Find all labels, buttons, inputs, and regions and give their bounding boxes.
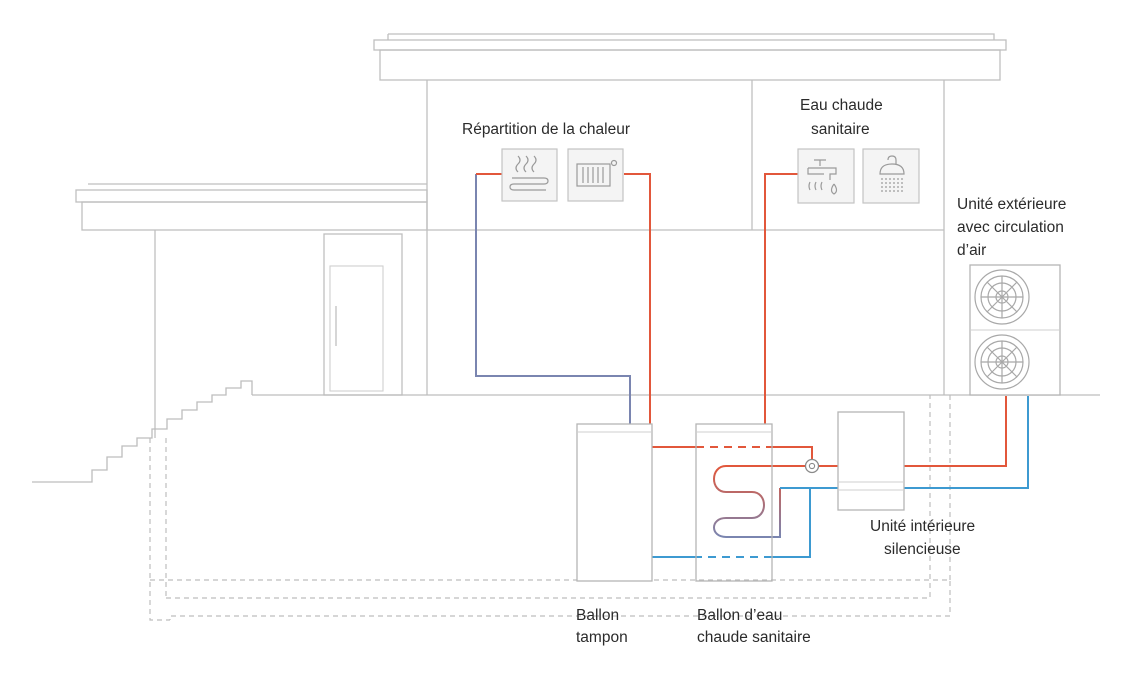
house-structure (32, 33, 1100, 621)
label-dhw-tank-line2: chaude sanitaire (697, 629, 811, 646)
label-buffer-tank: Ballon tampon (576, 607, 628, 646)
three-way-valve-icon (804, 458, 820, 474)
indoor-unit (837, 411, 905, 511)
label-indoor-line2: silencieuse (884, 541, 961, 558)
label-dhw: Eau chaude sanitaire (800, 97, 887, 138)
outdoor-hot-pipe (904, 396, 1007, 467)
dhw-supply-pipe (764, 173, 798, 424)
label-heat-distribution: Répartition de la chaleur (462, 121, 630, 138)
label-outdoor-line2: avec circulation (957, 219, 1064, 236)
label-outdoor-line3: d’air (957, 242, 986, 259)
shower-icon (862, 148, 920, 204)
outdoor-unit (969, 264, 1061, 396)
fan-icon (974, 334, 1030, 390)
label-dhw-tank: Ballon d’eau chaude sanitaire (697, 607, 811, 646)
label-dhw-line1: Eau chaude (800, 97, 883, 114)
label-buffer-line1: Ballon (576, 607, 619, 624)
underfloor-heating-icon (501, 148, 558, 202)
radiator-icon (567, 148, 624, 202)
dhw-tank (695, 423, 773, 582)
buffer-tank (576, 423, 653, 582)
label-indoor-unit: Unité intérieure silencieuse (870, 518, 979, 558)
label-dhw-line2: sanitaire (811, 121, 870, 138)
faucet-icon (797, 148, 855, 204)
fan-icon (974, 269, 1030, 325)
outdoor-cold-pipe (904, 396, 1029, 489)
label-buffer-line2: tampon (576, 629, 628, 646)
label-outdoor-unit: Unité extérieure avec circulation d’air (957, 196, 1071, 259)
heating-flow-pipe (624, 173, 651, 424)
pipe-network (475, 173, 1029, 558)
label-indoor-line1: Unité intérieure (870, 518, 975, 535)
heating-return-pipe (475, 174, 631, 424)
label-outdoor-line1: Unité extérieure (957, 196, 1066, 213)
label-dhw-tank-line1: Ballon d’eau (697, 607, 782, 624)
